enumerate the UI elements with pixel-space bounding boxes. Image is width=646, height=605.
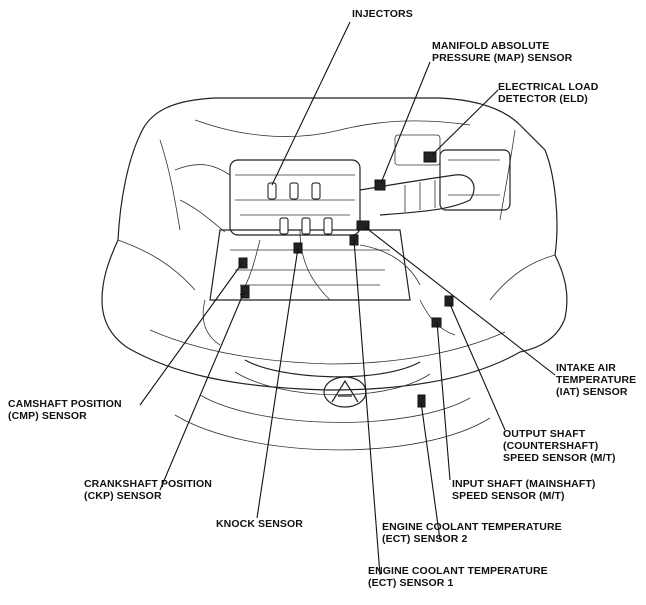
ckp-leader bbox=[159, 291, 245, 491]
output-shaft-label-line-2: (COUNTERSHAFT) bbox=[503, 440, 599, 452]
input-shaft-leader bbox=[436, 321, 451, 481]
knock-sensor-label: KNOCK SENSOR bbox=[216, 518, 303, 530]
ect1-label-line-2: (ECT) SENSOR 1 bbox=[368, 577, 454, 589]
eld-leader bbox=[431, 89, 499, 156]
car-body-outline bbox=[101, 97, 568, 451]
ckp-label-line-2: (CKP) SENSOR bbox=[84, 490, 162, 502]
iat-sensor-label: INTAKE AIR TEMPERATURE (IAT) SENSOR bbox=[556, 362, 636, 398]
output-shaft-sensor-part bbox=[444, 295, 454, 307]
injectors-label-line: INJECTORS bbox=[352, 8, 413, 20]
leader-lines bbox=[139, 21, 556, 576]
ect1-label-line-1: ENGINE COOLANT TEMPERATURE bbox=[368, 565, 548, 577]
injectors-label: INJECTORS bbox=[352, 8, 413, 20]
map-sensor-label: MANIFOLD ABSOLUTE PRESSURE (MAP) SENSOR bbox=[432, 40, 572, 64]
cmp-sensor-part bbox=[238, 257, 248, 269]
iat-label-line-1: INTAKE AIR bbox=[556, 362, 616, 374]
cmp-leader bbox=[139, 261, 244, 406]
output-shaft-leader bbox=[448, 301, 506, 431]
iat-sensor-part bbox=[356, 220, 370, 231]
eld-part bbox=[423, 151, 437, 163]
injector-parts bbox=[267, 182, 333, 235]
output-shaft-label-line-1: OUTPUT SHAFT bbox=[503, 428, 586, 440]
input-shaft-label-line-1: INPUT SHAFT (MAINSHAFT) bbox=[452, 478, 596, 490]
eld-label: ELECTRICAL LOAD DETECTOR (ELD) bbox=[498, 81, 598, 105]
map-label-line-2: PRESSURE (MAP) SENSOR bbox=[432, 52, 573, 64]
input-shaft-label-line-2: SPEED SENSOR (M/T) bbox=[452, 490, 565, 502]
cmp-sensor-label: CAMSHAFT POSITION (CMP) SENSOR bbox=[8, 398, 122, 422]
ckp-sensor-part bbox=[240, 285, 250, 299]
eld-label-line-2: DETECTOR (ELD) bbox=[498, 93, 588, 105]
iat-leader bbox=[364, 226, 556, 376]
input-shaft-sensor-label: INPUT SHAFT (MAINSHAFT) SPEED SENSOR (M/… bbox=[452, 478, 595, 502]
map-label-line-1: MANIFOLD ABSOLUTE bbox=[432, 40, 550, 52]
map-leader bbox=[380, 61, 431, 184]
knock-leader bbox=[256, 247, 299, 519]
ect1-sensor-label: ENGINE COOLANT TEMPERATURE (ECT) SENSOR … bbox=[368, 565, 548, 589]
output-shaft-label-line-3: SPEED SENSOR (M/T) bbox=[503, 452, 616, 464]
injectors-leader bbox=[271, 21, 351, 186]
ect1-leader bbox=[353, 239, 381, 576]
engine-block bbox=[174, 119, 511, 346]
ckp-sensor-label: CRANKSHAFT POSITION (CKP) SENSOR bbox=[84, 478, 212, 502]
eld-label-line-1: ELECTRICAL LOAD bbox=[498, 81, 599, 93]
map-sensor-part bbox=[374, 179, 386, 191]
ect2-label-line-2: (ECT) SENSOR 2 bbox=[382, 533, 468, 545]
ect2-label-line-1: ENGINE COOLANT TEMPERATURE bbox=[382, 521, 562, 533]
iat-label-line-2: TEMPERATURE bbox=[556, 374, 637, 386]
ect2-leader bbox=[420, 401, 441, 541]
knock-label-line: KNOCK SENSOR bbox=[216, 518, 303, 530]
iat-label-line-3: (IAT) SENSOR bbox=[556, 386, 628, 398]
output-shaft-sensor-label: OUTPUT SHAFT (COUNTERSHAFT) SPEED SENSOR… bbox=[503, 428, 616, 464]
cmp-label-line-2: (CMP) SENSOR bbox=[8, 410, 87, 422]
ckp-label-line-1: CRANKSHAFT POSITION bbox=[84, 478, 212, 490]
cmp-label-line-1: CAMSHAFT POSITION bbox=[8, 398, 122, 410]
ect2-sensor-label: ENGINE COOLANT TEMPERATURE (ECT) SENSOR … bbox=[382, 521, 562, 545]
